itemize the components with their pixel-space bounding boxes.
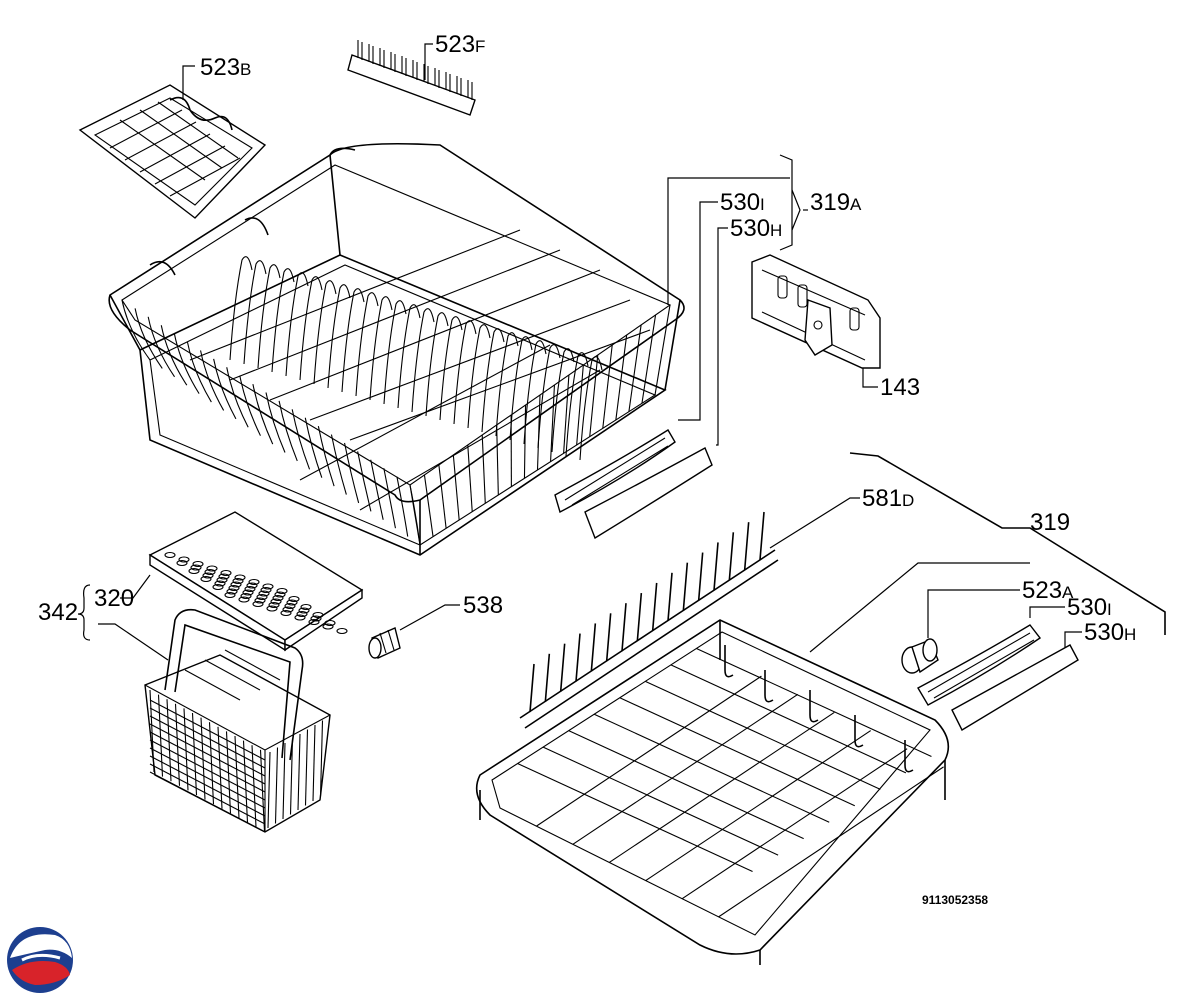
label-319: 319 (1030, 509, 1070, 536)
label-530h-top: 530H (730, 215, 782, 242)
label-523b: 523B (200, 54, 251, 81)
label-319a: 319A (810, 189, 862, 216)
drawing-code: 9113052358 (922, 893, 988, 907)
part-523f-tine-strip (347, 40, 476, 116)
label-320: 320 (94, 585, 134, 612)
part-530h-bottom-rail (951, 644, 1079, 731)
label-530i-top: 530I (720, 189, 765, 216)
part-530i-bottom-rail (917, 624, 1042, 706)
part-530i-top-rail (554, 429, 676, 514)
brand-logo (7, 927, 73, 993)
leader-lines (77, 43, 1166, 661)
lower-basket-grid (517, 647, 944, 918)
label-530h-bottom: 530H (1084, 619, 1136, 646)
label-581d: 581D (862, 485, 914, 512)
upper-basket-tines (229, 256, 603, 461)
label-523a: 523A (1022, 577, 1074, 604)
callout-labels: 523B 523F 319A 530I 530H 143 581D 319 52… (38, 31, 1136, 907)
part-523a-wheel (901, 638, 939, 674)
part-523b-cup-rack (78, 84, 267, 219)
part-342-cutlery-basket (144, 608, 331, 833)
label-342: 342 (38, 599, 78, 626)
part-143-bracket (751, 254, 881, 369)
upper-basket (108, 142, 685, 556)
part-581d-tine-row (519, 511, 779, 729)
lower-basket (475, 619, 950, 965)
label-538: 538 (463, 592, 503, 619)
part-320-cutlery-grid (148, 511, 364, 652)
part-538-wheel (368, 627, 401, 659)
upper-basket-front-wires (121, 299, 671, 546)
lower-basket-hooks (724, 645, 914, 773)
label-143: 143 (880, 374, 920, 401)
label-523f: 523F (435, 31, 485, 58)
part-530h-top-rail (584, 447, 713, 540)
label-530i-bottom: 530I (1067, 594, 1112, 621)
